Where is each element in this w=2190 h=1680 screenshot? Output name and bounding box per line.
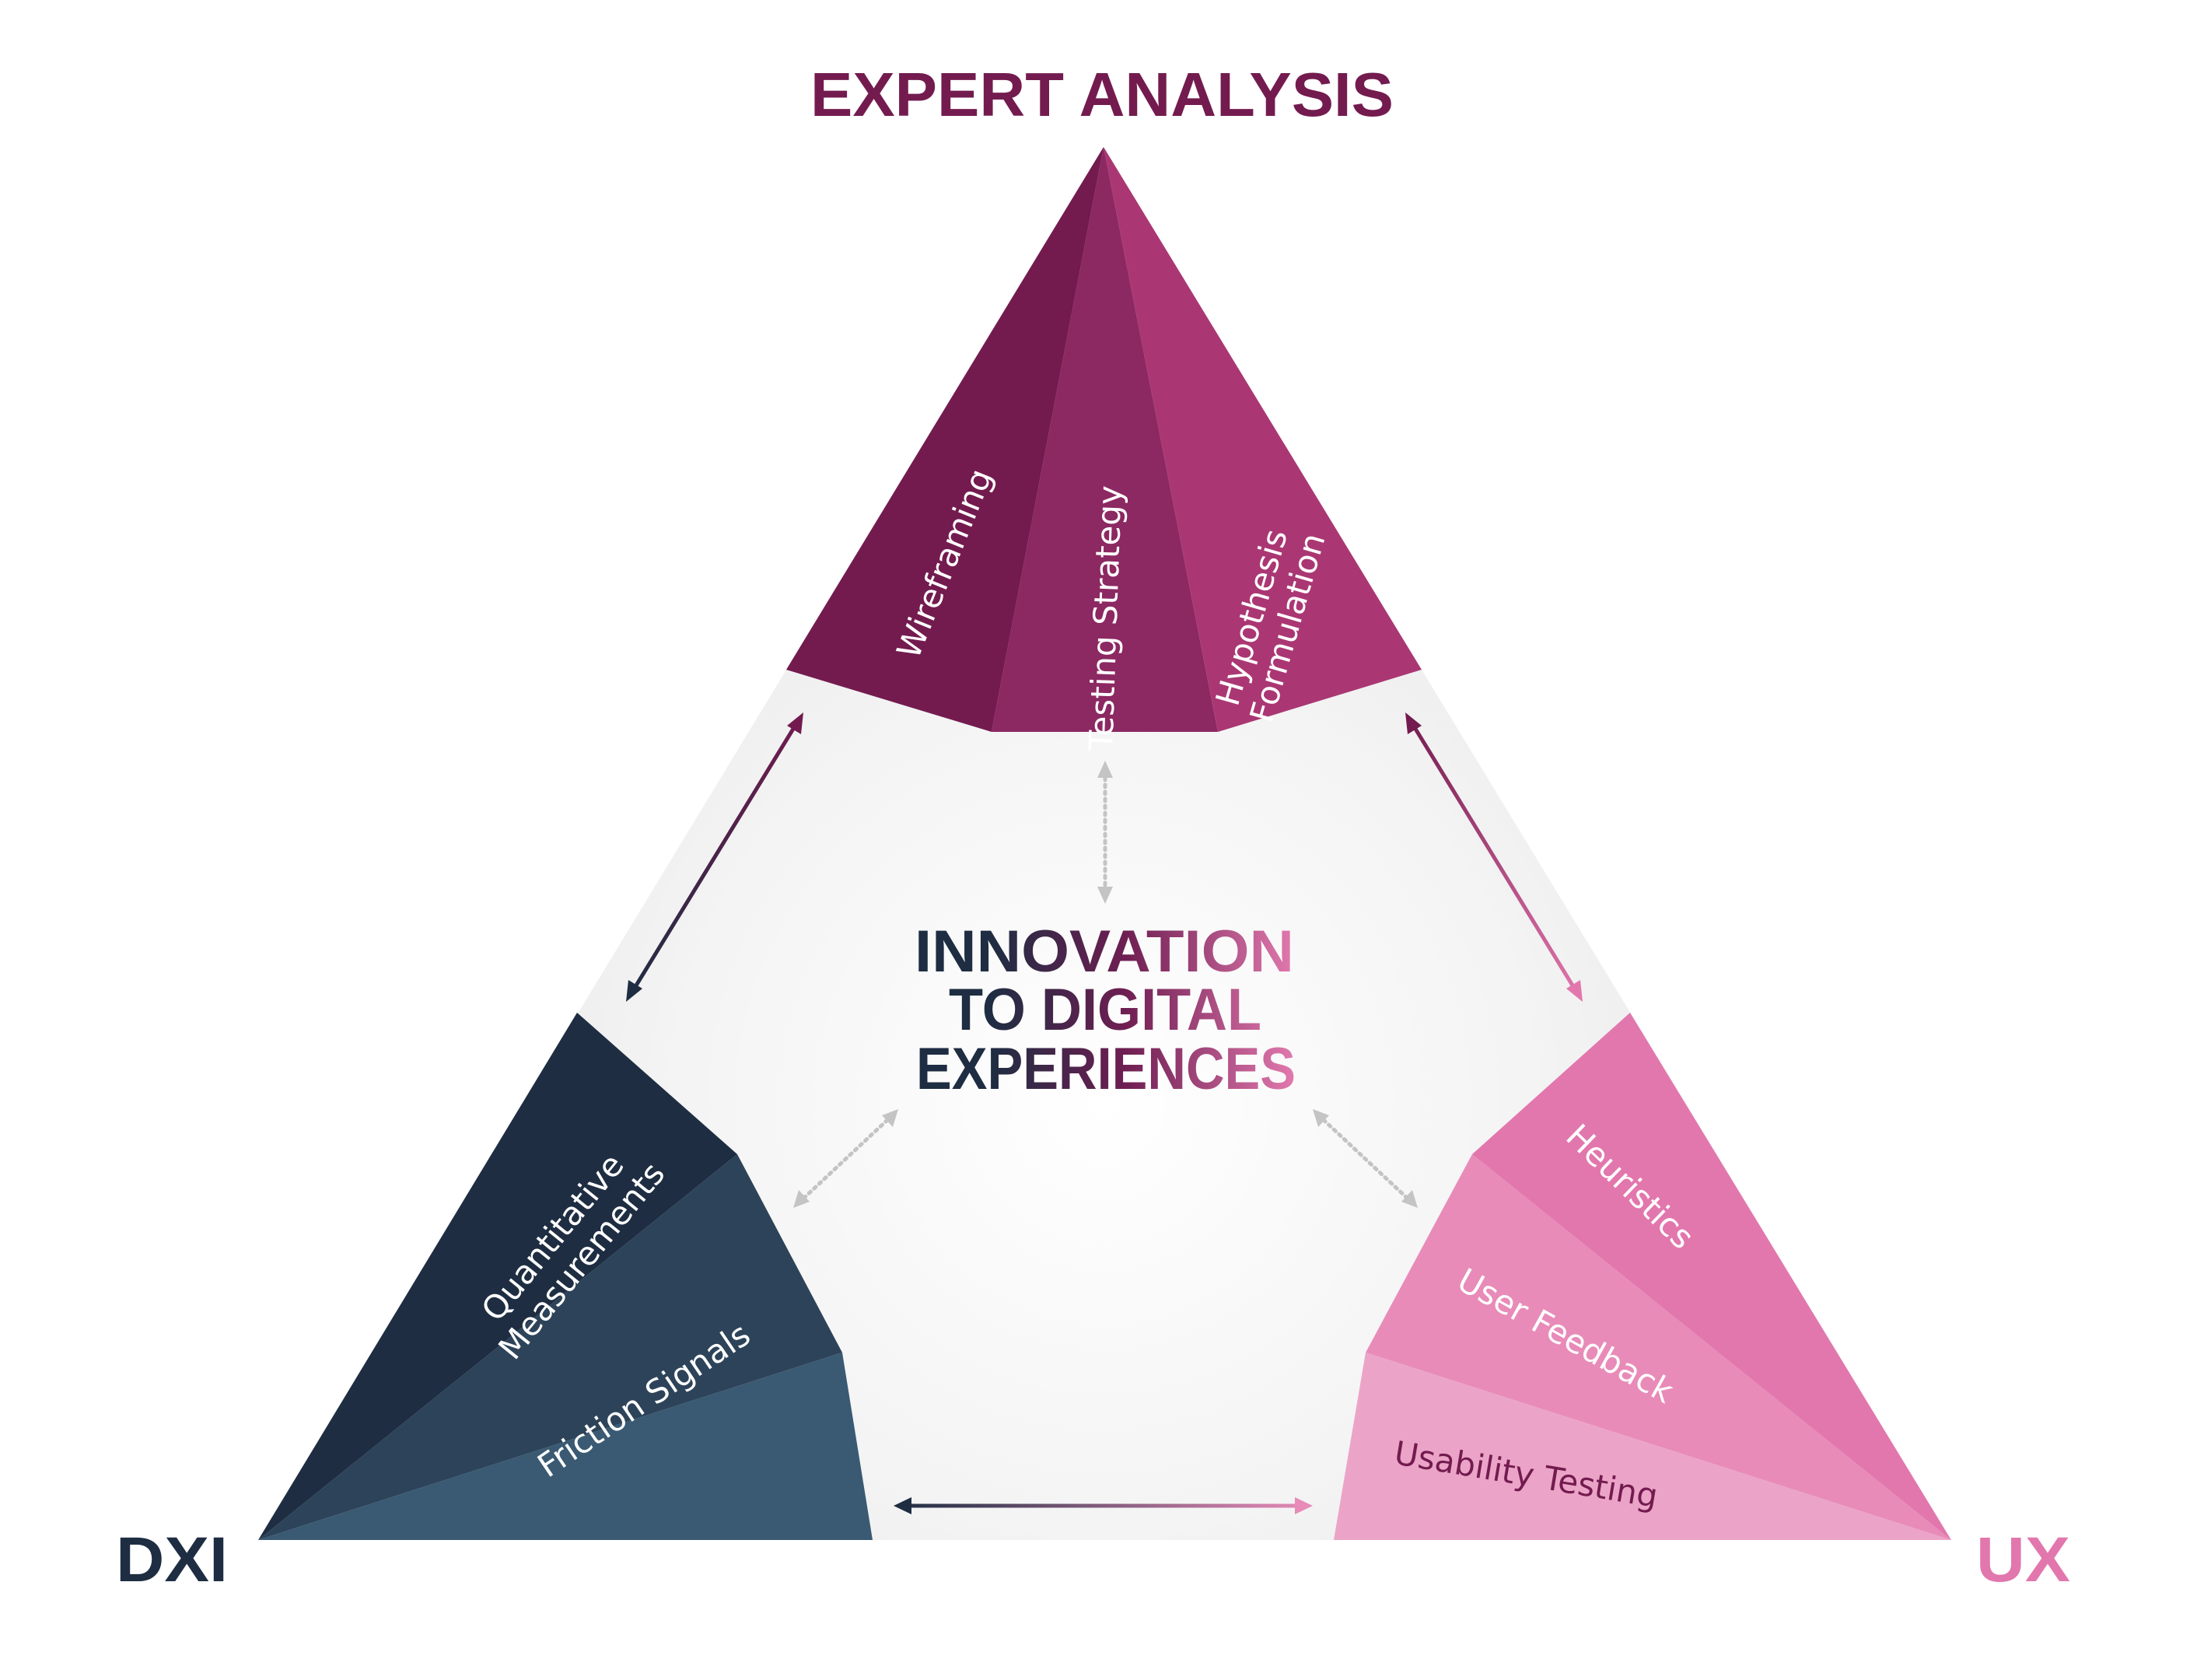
ux-pyramid bbox=[1334, 1013, 1951, 1540]
segment-hypothesis-formulation bbox=[1104, 147, 1422, 732]
dotted-arrow-center-ux bbox=[1313, 1109, 1418, 1208]
expert-analysis-pyramid bbox=[786, 147, 1422, 732]
segment-friction-signals bbox=[258, 1154, 842, 1540]
segment-heuristics bbox=[1472, 1013, 1951, 1540]
segment-funnels bbox=[258, 1353, 873, 1540]
center-title-line-1: INNOVATION bbox=[915, 919, 1294, 985]
label-testing-strategy: Testing Strategy bbox=[1082, 485, 1129, 751]
label-funnels: Funnels bbox=[677, 1541, 808, 1604]
title-ux: UX bbox=[1976, 1524, 2070, 1595]
arrow-dxi-ux bbox=[894, 1497, 1313, 1514]
arrow-expert-dxi bbox=[626, 712, 803, 1002]
label-hypothesis-formulation: Hypothesis Formulation bbox=[1209, 525, 1333, 726]
center-title-line-2: TO DIGITAL bbox=[949, 977, 1261, 1043]
title-dxi: DXI bbox=[116, 1524, 228, 1595]
center-title-line-3: EXPERIENCES bbox=[916, 1036, 1296, 1102]
dotted-arrow-center-expert bbox=[1097, 761, 1113, 904]
segment-testing-strategy bbox=[992, 147, 1218, 732]
arrow-expert-ux bbox=[1405, 712, 1583, 1002]
segment-quantitative-measurements bbox=[258, 1013, 737, 1540]
segment-user-feedback bbox=[1366, 1154, 1951, 1540]
title-expert-analysis: EXPERT ANALYSIS bbox=[810, 60, 1394, 129]
dotted-arrow-center-dxi bbox=[793, 1109, 898, 1208]
dxi-pyramid bbox=[258, 1013, 873, 1540]
center-title: INNOVATION TO DIGITAL EXPERIENCES bbox=[915, 919, 1296, 1102]
segment-usability-testing bbox=[1334, 1353, 1951, 1540]
segment-wireframing bbox=[786, 147, 1104, 732]
